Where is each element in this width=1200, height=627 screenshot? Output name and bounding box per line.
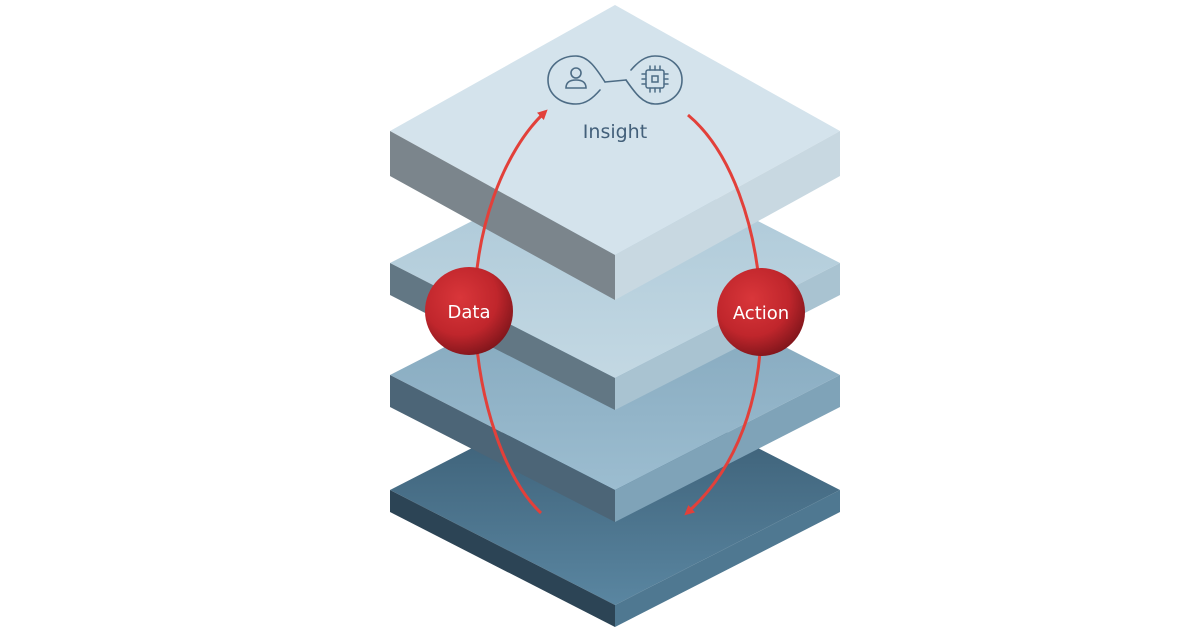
data-badge: Data (425, 267, 513, 355)
layer-3-left-side (390, 375, 615, 522)
layer-4-right-side (615, 490, 840, 627)
person-icon (565, 67, 587, 89)
data-badge-label: Data (448, 302, 491, 323)
layer-1 (390, 5, 840, 300)
action-badge-label: Action (733, 303, 789, 324)
layer-1-top (390, 5, 840, 255)
chip-icon (641, 65, 669, 93)
layer-4-left-side (390, 490, 615, 627)
action-badge: Action (717, 268, 805, 356)
layer-1-left-side (390, 131, 615, 300)
infinity-loop-icon (547, 55, 683, 105)
layer-3-right-side (615, 375, 840, 522)
layer-1-right-side (615, 131, 840, 300)
insight-label: Insight (583, 121, 647, 143)
